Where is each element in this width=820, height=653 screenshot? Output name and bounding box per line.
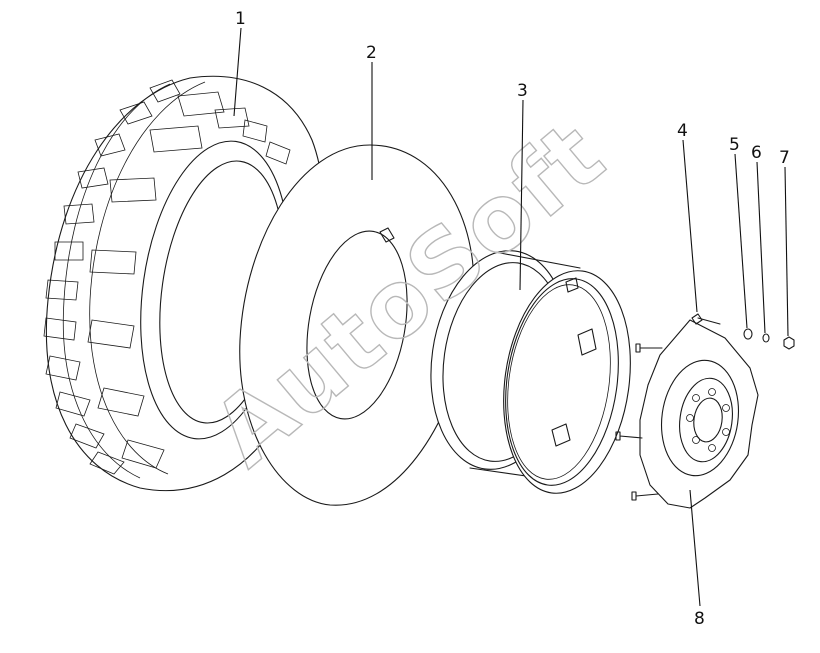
svg-text:3: 3 <box>517 81 528 101</box>
callout-3: 3 <box>517 81 528 291</box>
washer-part-5 <box>743 328 753 340</box>
callout-4: 4 <box>677 121 698 313</box>
lock-washer-part-6 <box>762 333 770 343</box>
callout-5: 5 <box>729 135 748 329</box>
callout-6: 6 <box>751 143 766 334</box>
callout-2: 2 <box>366 43 377 180</box>
nut-part-7 <box>783 336 795 350</box>
callouts: 1 2 3 4 5 6 7 8 <box>233 9 790 629</box>
svg-text:1: 1 <box>235 9 246 29</box>
callout-8: 8 <box>689 489 705 629</box>
bolt-part-4 <box>691 313 721 325</box>
svg-text:2: 2 <box>366 43 377 63</box>
svg-text:5: 5 <box>729 135 740 155</box>
disc-part-8 <box>615 319 759 509</box>
callout-7: 7 <box>779 148 790 337</box>
svg-text:6: 6 <box>751 143 762 163</box>
rim-part-3 <box>430 250 631 494</box>
svg-text:4: 4 <box>677 121 688 141</box>
inner-tube-part-2 <box>239 144 475 506</box>
svg-text:8: 8 <box>694 609 705 629</box>
callout-1: 1 <box>233 9 246 117</box>
svg-text:7: 7 <box>779 148 790 168</box>
